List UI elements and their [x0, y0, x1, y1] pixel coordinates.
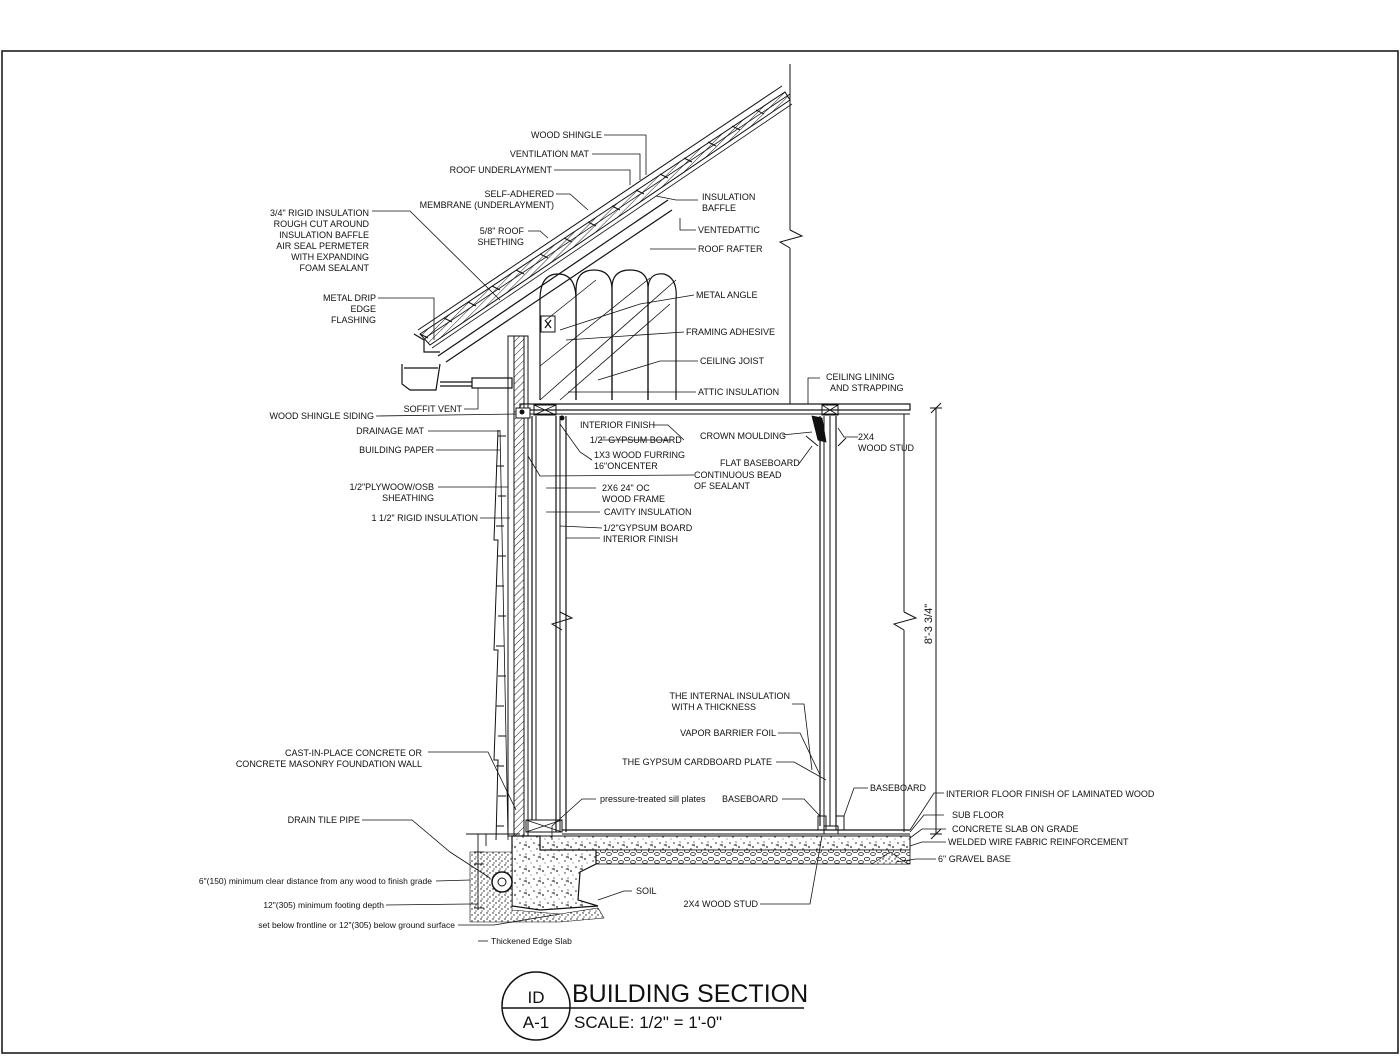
label-footing-depth: 12"(305) minimum footing depth — [263, 900, 384, 910]
gutter — [401, 363, 513, 391]
floor-slab — [469, 829, 911, 923]
label-clear-distance: 6"(150) minimum clear distance from any … — [199, 876, 432, 886]
label-metal-drip-3: FLASHING — [331, 315, 376, 325]
label-baseboard-left: BASEBOARD — [722, 794, 779, 804]
callout-labels: WOOD SHINGLE VENTILATION MAT ROOF UNDERL… — [199, 130, 1155, 946]
leader-lines — [362, 134, 946, 942]
label-flat-baseboard: FLAT BASEBOARD — [720, 458, 800, 468]
label-ceiling-lining-2: AND STRAPPING — [830, 383, 904, 393]
attic-insulation-batts — [539, 269, 677, 401]
label-concrete-slab: CONCRETE SLAB ON GRADE — [952, 824, 1079, 834]
label-interior-finish: INTERIOR FINISH — [603, 534, 678, 544]
label-wood-frame-2: WOOD FRAME — [602, 494, 665, 504]
label-gypsum-board: 1/2"GYPSUM BOARD — [603, 523, 693, 533]
height-dimension — [930, 402, 942, 840]
label-internal-insulation-1: THE INTERNAL INSULATION — [669, 691, 790, 701]
room-right-limit — [892, 414, 918, 832]
label-rigid-6: FOAM SEALANT — [299, 263, 369, 273]
label-building-paper: BUILDING PAPER — [359, 445, 434, 455]
label-stud-bottom: 2X4 WOOD STUD — [683, 899, 758, 909]
label-ventedattic: VENTEDATTIC — [698, 225, 760, 235]
attic-break-line — [778, 64, 804, 404]
label-plywood-1: 1/2"PLYWOOW/OSB — [349, 482, 434, 492]
roof-assembly — [413, 85, 793, 363]
label-furring-1: 1X3 WOOD FURRING — [594, 450, 685, 460]
label-thickened-slab: Thickened Edge Slab — [491, 936, 572, 946]
foundation-dimension — [466, 833, 520, 910]
ceiling — [519, 403, 911, 416]
label-cavity-insulation: CAVITY INSULATION — [604, 507, 692, 517]
height-dimension-label: 8'-3 3/4" — [923, 604, 935, 644]
label-rigid-4: AIR SEAL PERMETER — [276, 241, 369, 251]
label-gypsum-board-top: 1/2" GYPSUM BOARD — [590, 435, 682, 445]
drawing-scale: SCALE: 1/2" = 1'-0" — [574, 1013, 722, 1032]
label-wood-stud-2: WOOD STUD — [858, 443, 914, 453]
label-wood-stud-1: 2X4 — [858, 432, 874, 442]
label-wood-shingle-siding: WOOD SHINGLE SIDING — [269, 411, 374, 421]
label-rigid-3: INSULATION BAFFLE — [279, 230, 369, 240]
label-sealant-1: CONTINUOUS BEAD — [694, 470, 782, 480]
label-roof-sheathing-2: SHETHING — [477, 237, 524, 247]
label-internal-insulation-2: WITH A THICKNESS — [672, 702, 756, 712]
label-self-adhered-1: SELF-ADHERED — [484, 189, 554, 199]
label-wood-shingle: WOOD SHINGLE — [531, 130, 602, 140]
title-id: ID — [528, 988, 545, 1007]
interior-partition — [805, 415, 847, 835]
label-metal-drip-2: EDGE — [350, 304, 376, 314]
label-baseboard-right: BASEBOARD — [870, 783, 927, 793]
label-drainage-mat: DRAINAGE MAT — [356, 426, 424, 436]
label-insulation-baffle-1: INSULATION — [702, 192, 755, 202]
label-soil: SOIL — [636, 886, 657, 896]
label-floor-finish: INTERIOR FLOOR FINISH OF LAMINATED WOOD — [946, 789, 1155, 799]
label-self-adhered-2: MEMBRANE (UNDERLAYMENT) — [420, 200, 554, 210]
label-foundation-1: CAST-IN-PLACE CONCRETE OR — [285, 748, 423, 758]
drain-tile-pipe — [491, 871, 513, 893]
title-block: ID A-1 BUILDING SECTION SCALE: 1/2" = 1'… — [501, 971, 808, 1041]
label-wood-frame-1: 2X6 24" OC — [602, 483, 650, 493]
label-gypsum-cardboard: THE GYPSUM CARDBOARD PLATE — [622, 757, 772, 767]
label-furring-2: 16"ONCENTER — [594, 461, 658, 471]
label-drain-tile: DRAIN TILE PIPE — [288, 815, 360, 825]
label-gravel-base: 6" GRAVEL BASE — [938, 854, 1011, 864]
drawing-title: BUILDING SECTION — [572, 980, 808, 1008]
label-ceiling-lining-1: CEILING LINING — [826, 372, 895, 382]
label-attic-insulation: ATTIC INSULATION — [698, 387, 779, 397]
wall-break-line — [550, 611, 574, 631]
label-rigid-1: 3/4" RIGID INSULATION — [270, 208, 369, 218]
label-sill-plates: pressure-treated sill plates — [600, 794, 706, 804]
label-roof-sheathing-1: 5/8" ROOF — [480, 226, 525, 236]
label-ceiling-joist: CEILING JOIST — [700, 356, 765, 366]
label-insulation-baffle-2: BAFFLE — [702, 203, 736, 213]
label-ventilation-mat: VENTILATION MAT — [510, 149, 590, 159]
label-sub-floor: SUB FLOOR — [952, 810, 1005, 820]
label-rigid-insulation: 1 1/2" RIGID INSULATION — [371, 513, 478, 523]
label-metal-angle: METAL ANGLE — [696, 290, 758, 300]
label-framing-adhesive: FRAMING ADHESIVE — [686, 327, 775, 337]
label-soffit-vent: SOFFIT VENT — [404, 404, 463, 414]
label-sealant-2: OF SEALANT — [694, 481, 751, 491]
label-metal-drip-1: METAL DRIP — [323, 293, 376, 303]
label-roof-rafter: ROOF RAFTER — [698, 244, 763, 254]
exterior-wall — [493, 335, 567, 841]
label-foundation-2: CONCRETE MASONRY FOUNDATION WALL — [236, 759, 422, 769]
label-frontline: set below frontline or 12"(305) below gr… — [258, 920, 455, 930]
label-plywood-2: SHEATHING — [382, 493, 434, 503]
label-rigid-5: WITH EXPANDING — [291, 252, 369, 262]
label-crown-moulding: CROWN MOULDING — [700, 431, 786, 441]
label-interior-finish-top: INTERIOR FINISH — [580, 420, 655, 430]
title-bubble — [501, 971, 571, 1041]
sheet-border — [1, 50, 1399, 1054]
title-sheet-number: A-1 — [523, 1013, 549, 1032]
label-rigid-2: ROUGH CUT AROUND — [274, 219, 370, 229]
label-roof-underlayment: ROOF UNDERLAYMENT — [450, 165, 553, 175]
label-welded-wire: WELDED WIRE FABRIC REINFORCEMENT — [948, 837, 1129, 847]
label-vapor-barrier: VAPOR BARRIER FOIL — [680, 728, 776, 738]
